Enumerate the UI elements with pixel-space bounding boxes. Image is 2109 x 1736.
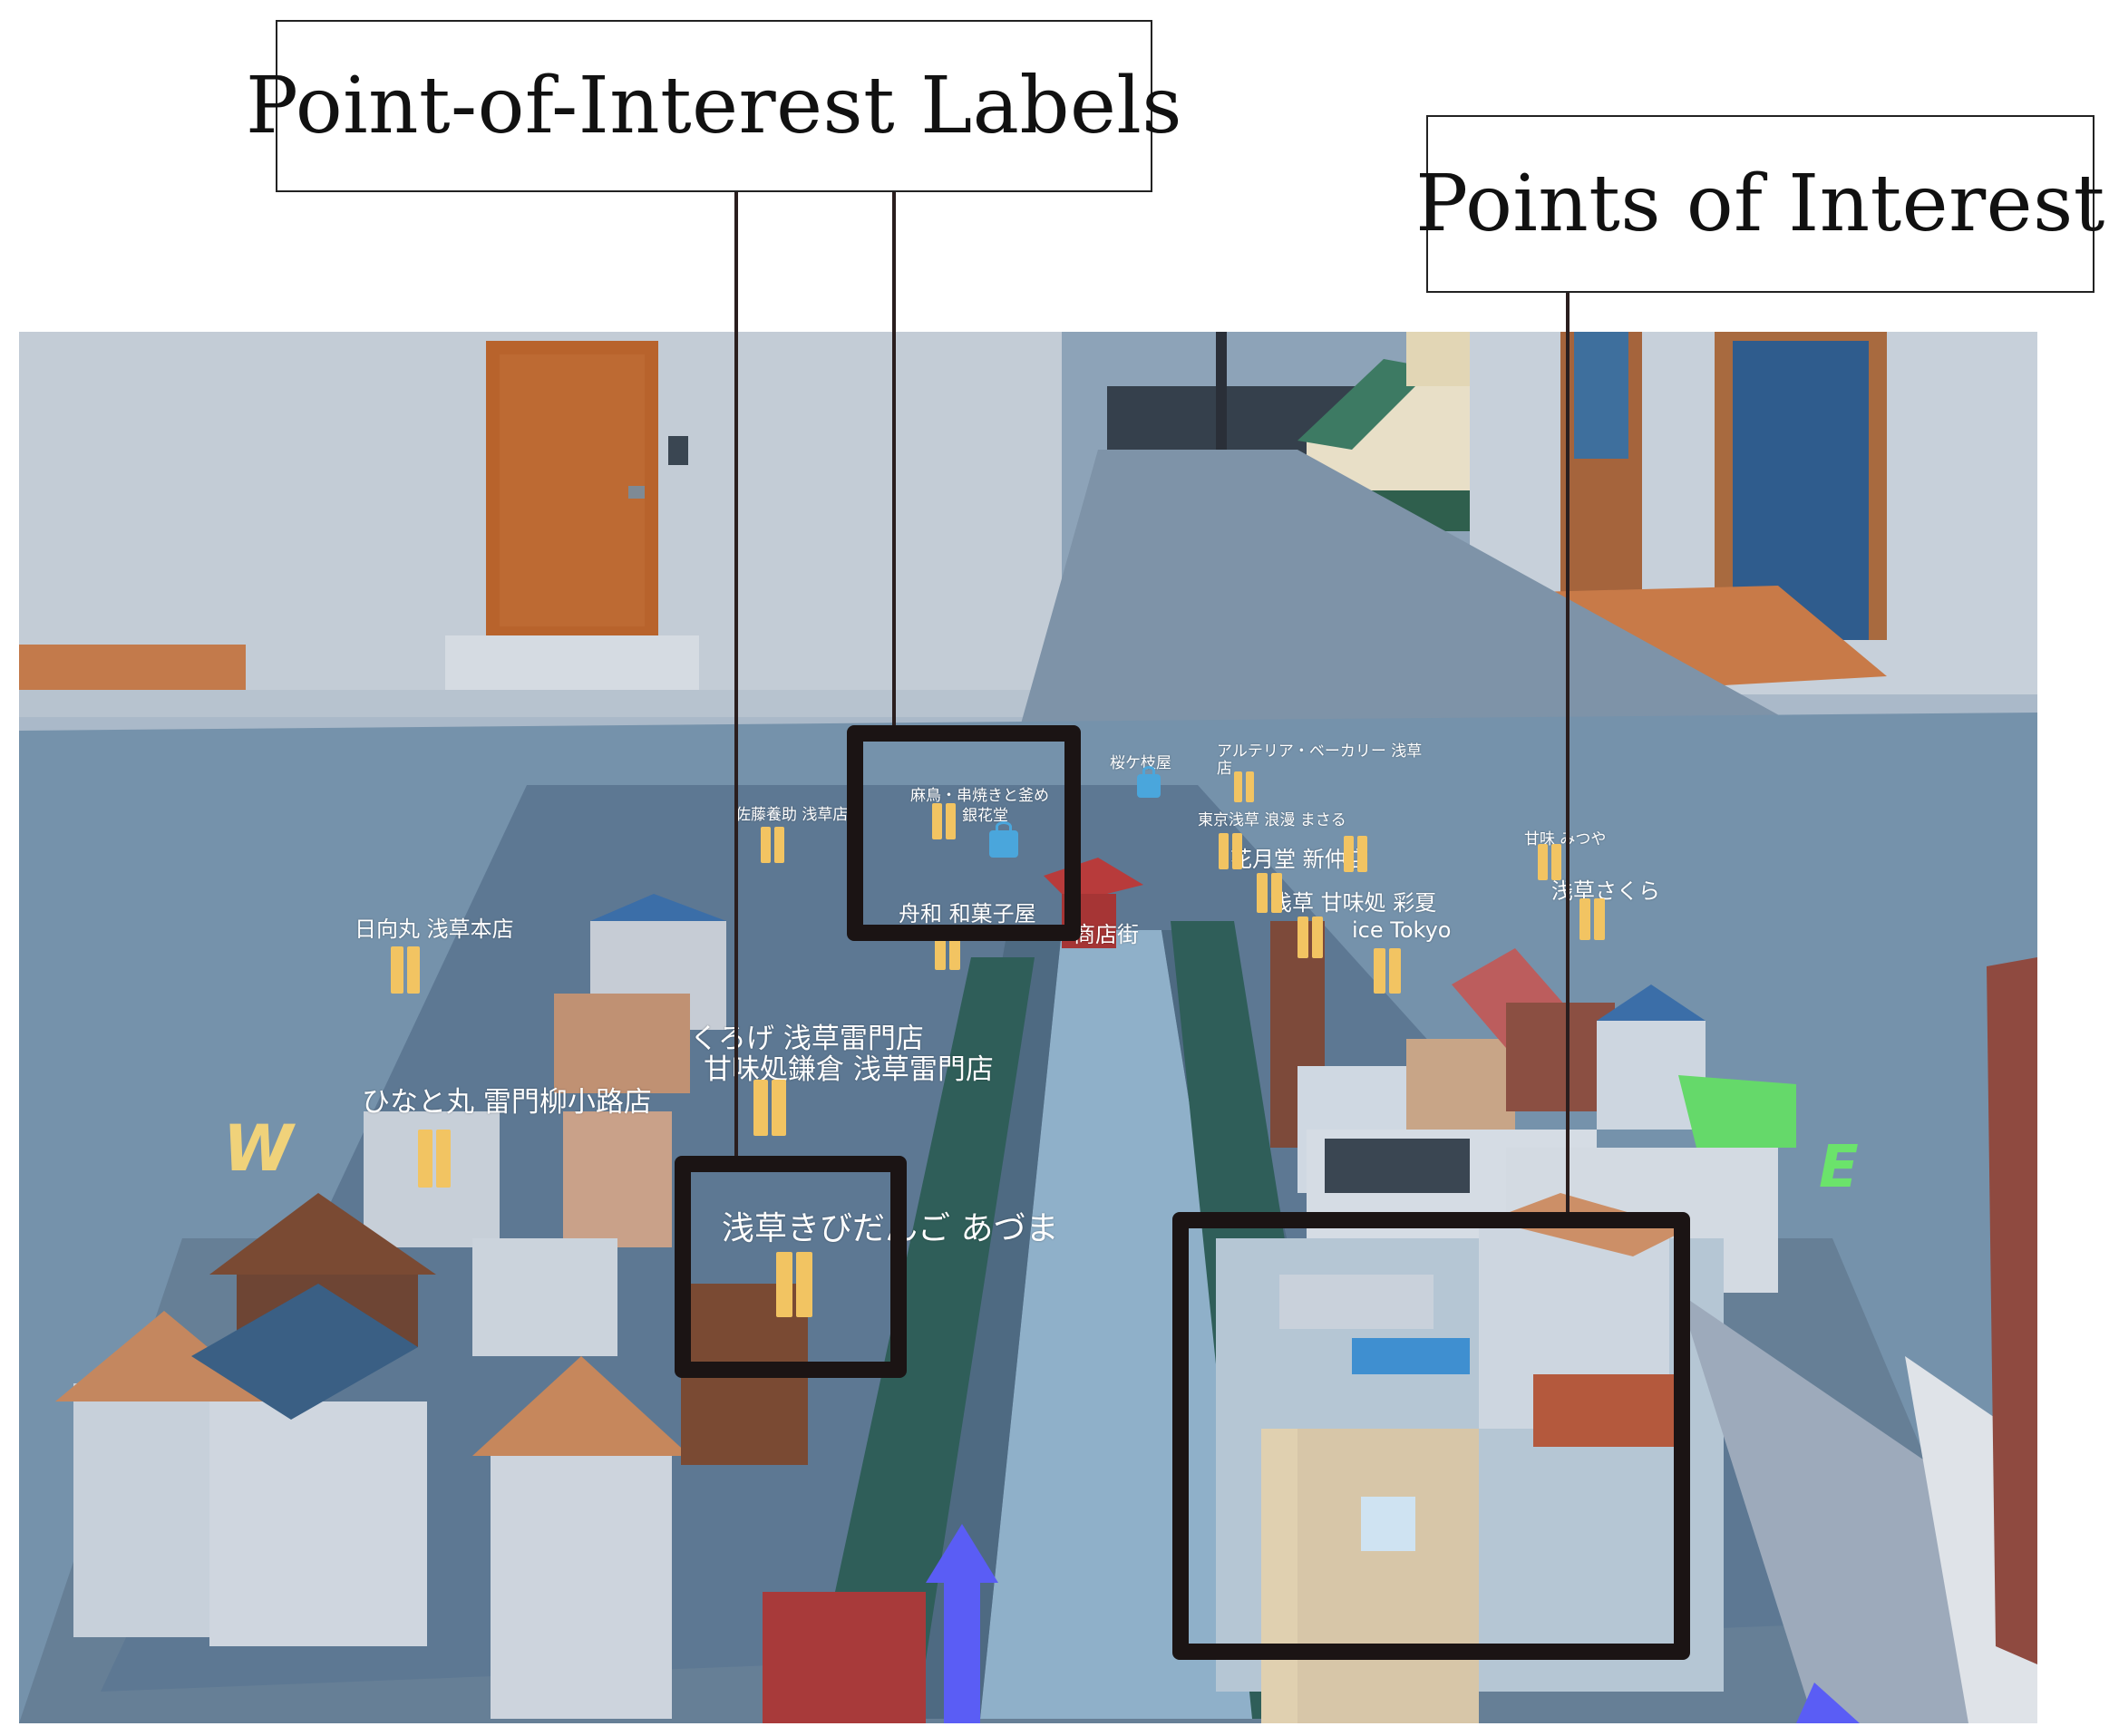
highlight-poi-label-bottom	[675, 1156, 907, 1378]
poi-label-arteria: アルテリア・ベーカリー 浅草	[1217, 742, 1423, 761]
poi-label-hinatomaru: ひなと丸 雷門柳小路店	[362, 1086, 652, 1119]
compass-west: W	[223, 1111, 294, 1186]
poi-label-sato-yosuke: 佐藤養助 浅草店	[735, 806, 849, 824]
poi-label-ginkado: 銀花堂	[962, 807, 1008, 825]
callout-poi-labels: Point-of-Interest Labels	[246, 20, 1182, 192]
restaurant-icon	[1374, 948, 1401, 994]
restaurant-icon	[1344, 836, 1367, 872]
callout-points-of-interest: Points of Interest	[1415, 115, 2104, 293]
restaurant-icon	[776, 1252, 812, 1317]
restaurant-icon	[1297, 916, 1323, 958]
poi-label-kibidango-azuma: 浅草きびだんご あづま	[722, 1210, 1059, 1247]
poi-label-sakuragaeda: 桜ケ枝屋	[1110, 754, 1171, 772]
poi-label-saika: 浅草 甘味処 彩夏	[1270, 890, 1437, 916]
poi-label-ice-tokyo: ice Tokyo	[1352, 917, 1452, 943]
poi-label-kuroge: くろげ 浅草雷門店	[690, 1023, 924, 1055]
poi-label-kanmidokoro-kamakura: 甘味処鎌倉 浅草雷門店	[704, 1053, 994, 1086]
leader-line	[1566, 293, 1570, 1217]
restaurant-icon	[1579, 898, 1605, 940]
poi-label-funawa: 舟和 和菓子屋	[899, 901, 1036, 926]
poi-label-shotengai: 商店街	[1074, 922, 1139, 947]
poi-label-asakusa-sakura: 浅草さくら	[1551, 878, 1660, 904]
poi-label-kamameshi: 麻鳥・串焼きと釜め	[910, 787, 1049, 805]
poi-label-hyugamaru: 日向丸 浅草本店	[355, 916, 514, 942]
restaurant-icon	[753, 1080, 786, 1136]
restaurant-icon	[391, 946, 420, 994]
compass-east: E	[1819, 1134, 1859, 1201]
poi-label-arteria-suffix: 店	[1217, 760, 1232, 778]
highlight-poi-label-top	[847, 725, 1081, 941]
restaurant-icon	[932, 803, 956, 839]
highlight-points-of-interest	[1172, 1212, 1690, 1660]
restaurant-icon	[1257, 873, 1282, 913]
leader-line	[734, 192, 738, 1165]
scene-geometry	[19, 332, 2037, 1723]
restaurant-icon	[1538, 844, 1561, 880]
shop-bag-icon	[1137, 765, 1161, 798]
vr-map-scene: アルテリア・ベーカリー 浅草 店 桜ケ枝屋 麻鳥・串焼きと釜め 銀花堂 佐藤養助…	[19, 332, 2037, 1723]
restaurant-icon	[1219, 833, 1242, 869]
restaurant-icon	[418, 1130, 451, 1188]
poi-label-roman-masaru: 東京浅草 浪漫 まさる	[1198, 811, 1346, 829]
leader-line	[892, 192, 896, 731]
restaurant-icon	[761, 827, 784, 863]
shop-bag-icon	[989, 820, 1018, 858]
restaurant-icon	[1234, 771, 1254, 802]
